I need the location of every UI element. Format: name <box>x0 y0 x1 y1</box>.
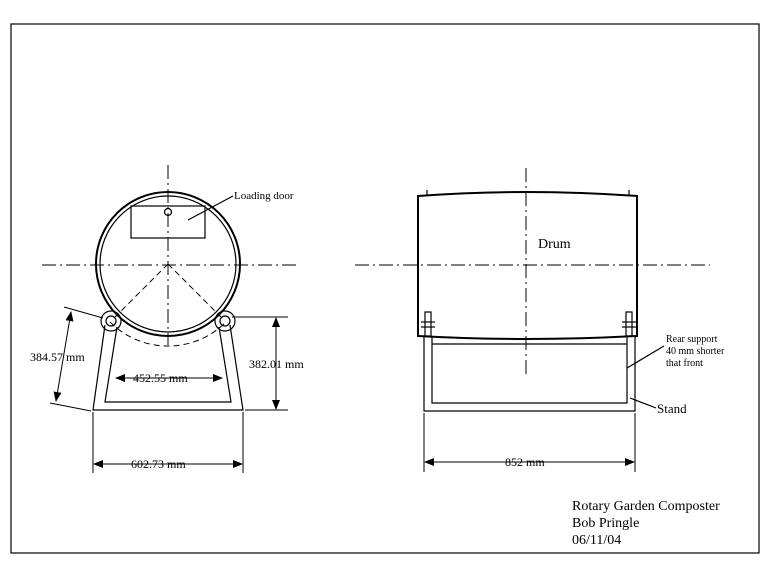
right-roller <box>214 310 236 332</box>
author-text: Bob Pringle <box>572 516 639 531</box>
loading-door-callout: Loading door <box>234 190 294 202</box>
front-stand-outer <box>92 324 244 411</box>
loading-door-leader <box>187 195 234 221</box>
title-text: Rotary Garden Composter <box>572 499 720 514</box>
drum-label: Drum <box>538 237 571 252</box>
date-text: 06/11/04 <box>572 533 621 548</box>
drum-side-body <box>417 191 638 340</box>
side-view: Drum Rear support 40 mm shorter that fro… <box>355 168 725 472</box>
right-roller-bolt <box>625 311 633 337</box>
rear-support-note-line1: Rear support <box>666 334 718 345</box>
stand-label: Stand <box>657 401 687 416</box>
hidden-radius-left <box>111 263 169 321</box>
left-roller <box>100 310 122 332</box>
side-stand-inner <box>431 336 628 404</box>
front-stand-inner <box>104 326 232 403</box>
ext-line-left-top <box>63 306 104 319</box>
dim-text-base-width: 602.73 mm <box>131 457 186 471</box>
right-roller-hub <box>219 315 231 327</box>
dim-text-length: 852 mm <box>505 455 545 469</box>
dim-line-left-height <box>53 311 74 402</box>
front-view: Loading door 384.57 mm 452.55 mm 382.01 … <box>30 165 304 473</box>
ext-line-left-bottom <box>49 402 92 412</box>
side-stand-outer <box>423 336 636 412</box>
drawing-border <box>10 23 760 554</box>
loading-door <box>130 205 206 239</box>
drum-inner-circle <box>99 195 237 333</box>
dim-text-roller-spacing: 452.55 mm <box>133 371 188 385</box>
title-block: Rotary Garden Composter Bob Pringle 06/1… <box>572 499 720 548</box>
stand-leader <box>629 397 657 409</box>
dim-text-left-height: 384.57 mm <box>30 350 85 364</box>
hidden-radius-right <box>167 263 225 321</box>
dim-text-right-height: 382.01 mm <box>249 357 304 371</box>
loading-door-handle <box>163 207 173 217</box>
rear-support-note-line2: 40 mm shorter <box>666 346 725 357</box>
drum-outer-circle <box>95 191 241 337</box>
rear-support-leader <box>626 345 665 369</box>
left-roller-bolt <box>424 311 432 337</box>
drum-hidden-arc <box>109 321 227 347</box>
left-roller-hub <box>105 315 117 327</box>
rear-support-note-line3: that front <box>666 358 703 369</box>
